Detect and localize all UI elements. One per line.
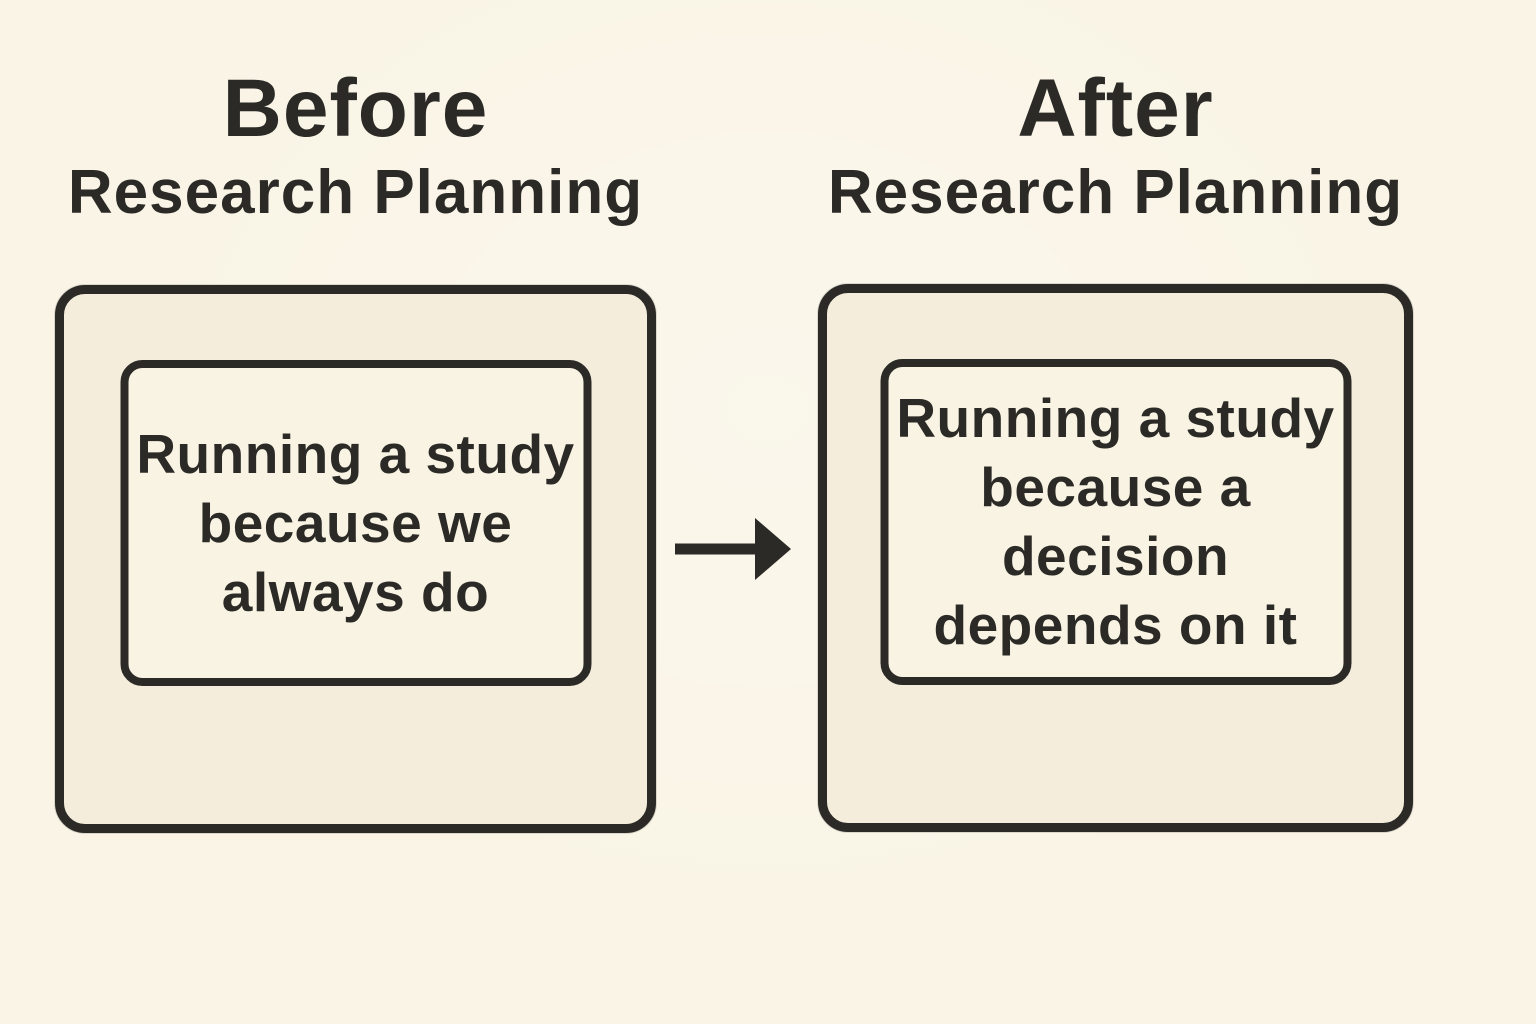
before-title-line1: Before — [222, 63, 489, 154]
after-card: Running a study because a decision depen… — [818, 284, 1413, 832]
after-inner-card: Running a study because a decision depen… — [880, 359, 1351, 685]
after-title: After Research Planning — [818, 58, 1413, 226]
before-inner-card: Running a study because we always do — [120, 360, 591, 686]
after-title-line2: Research Planning — [827, 158, 1404, 227]
after-title-line1: After — [1017, 63, 1214, 154]
before-card: Running a study because we always do — [55, 285, 656, 833]
after-card-text: Running a study because a decision depen… — [896, 387, 1335, 656]
before-card-text: Running a study because we always do — [136, 422, 575, 623]
arrow-right-icon — [671, 512, 793, 586]
before-title: Before Research Planning — [55, 58, 656, 226]
before-title-line2: Research Planning — [67, 158, 644, 227]
